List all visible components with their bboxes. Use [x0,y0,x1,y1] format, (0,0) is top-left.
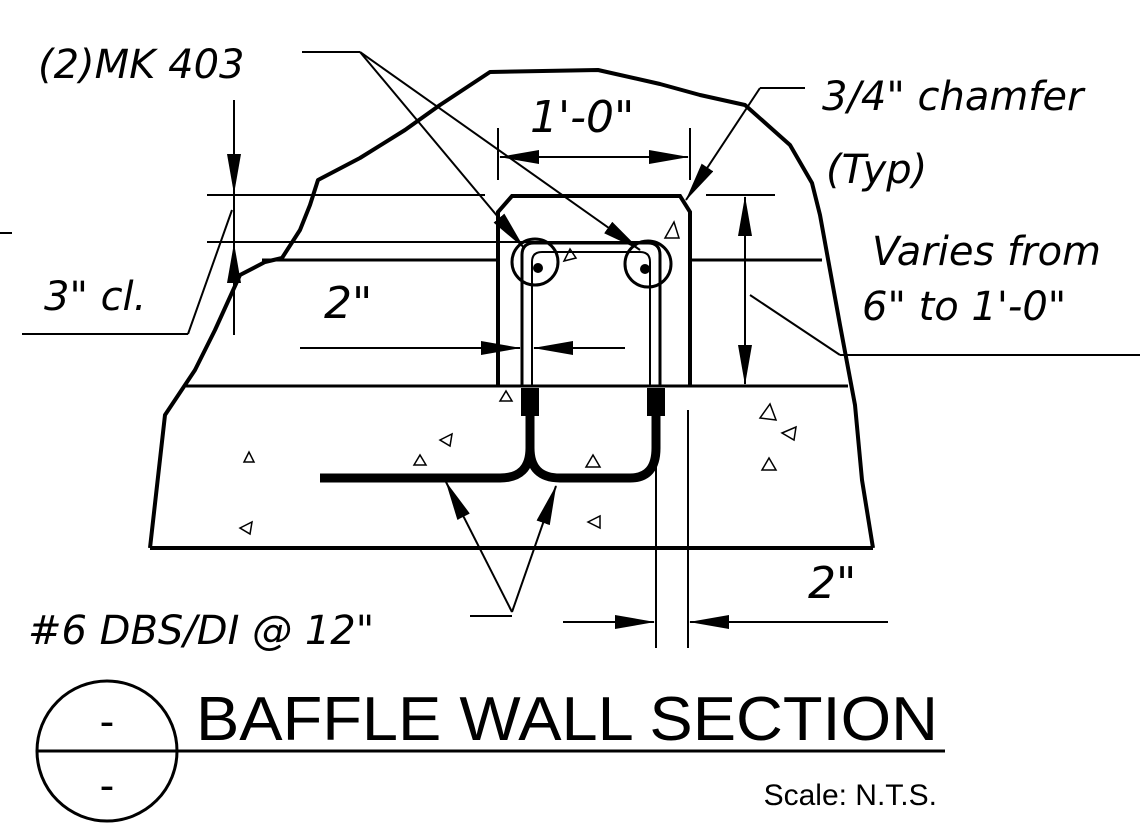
label-dbs-di: #6 DBS/DI @ 12" [28,608,374,654]
label-right-2in: 2" [808,558,856,609]
longitudinal-bar-right-circle [623,239,673,289]
leader-mk403-a [359,51,525,249]
leader-chamfer [685,87,761,201]
label-mk403: (2)MK 403 [38,42,244,88]
longitudinal-bar-left [533,263,543,273]
dowel-coupler-left [521,388,539,416]
longitudinal-bar-left-circle [510,237,560,287]
label-varies-1: Varies from [872,229,1101,275]
concrete-aggregate-hatch [238,220,797,536]
longitudinal-bar-right [640,264,650,274]
detail-number: - [100,697,115,746]
scale-note: Scale: N.T.S. [764,779,937,812]
leader-mk403-b [359,51,641,251]
label-chamfer-1: 3/4" chamfer [822,74,1086,120]
leader-cover [187,209,233,335]
drawing-title: BAFFLE WALL SECTION [196,685,938,754]
label-inner-2in: 2" [324,278,372,329]
leader-dbs-b [511,485,557,613]
leader-varies [749,294,841,356]
leader-dbs-a [445,481,513,613]
sheet-number: - [100,761,115,810]
label-clear-cover: 3" cl. [44,274,146,320]
label-chamfer-2: (Typ) [826,147,927,193]
label-top-width: 1'-0" [530,92,634,143]
dowel-bar-left [320,392,661,483]
dowel-coupler-right [647,388,665,416]
label-varies-2: 6" to 1'-0" [862,284,1066,330]
stirrup-bar [520,241,662,386]
stirrup-bar-inner [531,251,651,386]
